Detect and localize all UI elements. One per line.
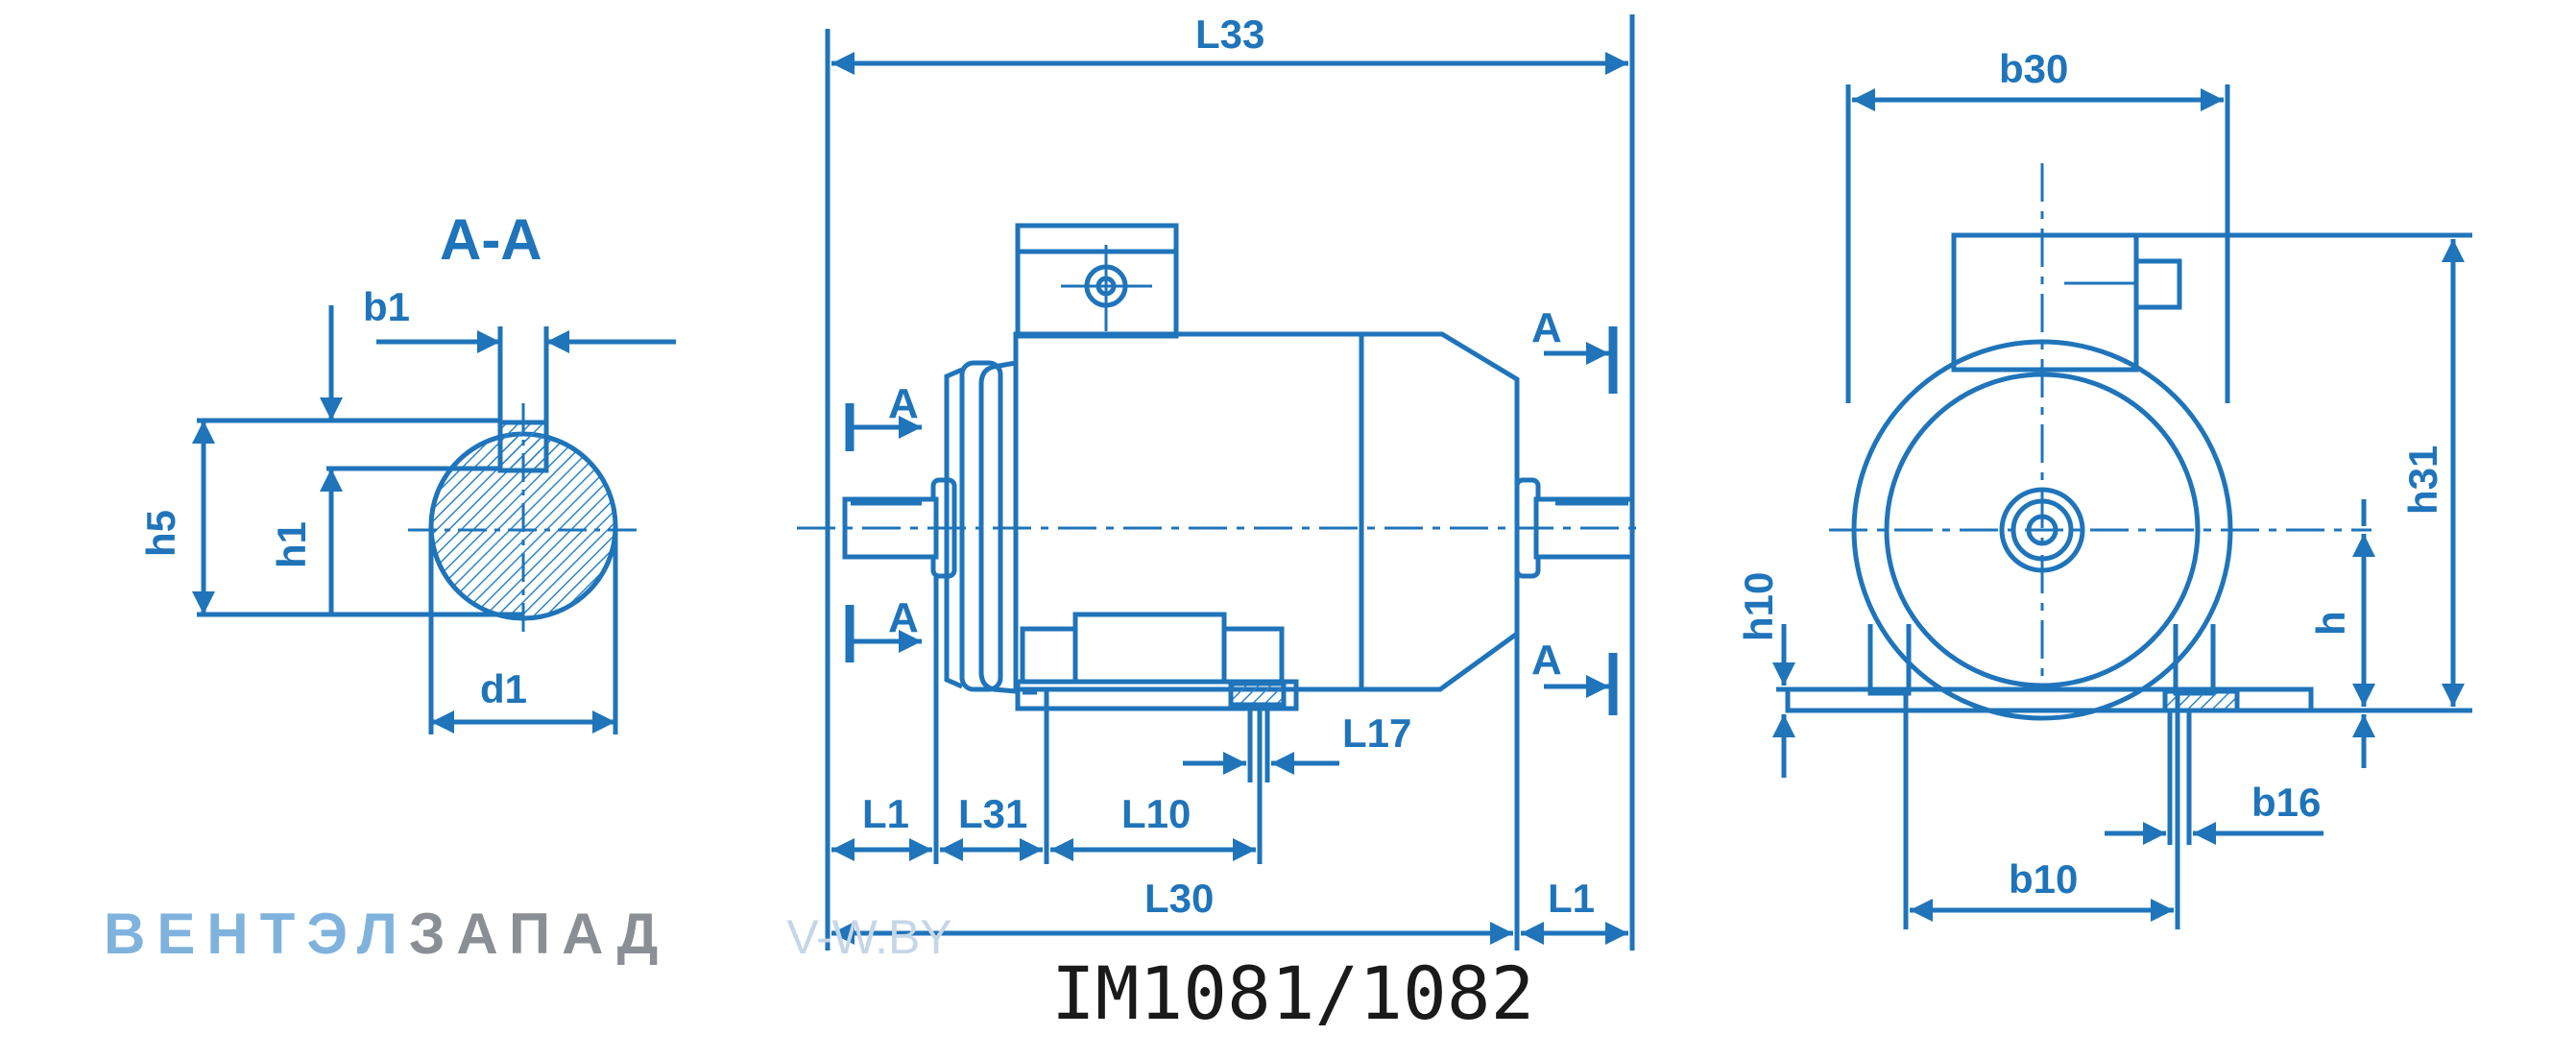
side-view (797, 14, 1637, 951)
front-endshield (959, 360, 1003, 692)
dim-label-L1-front: L1 (862, 791, 909, 836)
dim-label-b10: b10 (2009, 856, 2078, 902)
dim-label-d1: d1 (480, 666, 527, 711)
dim-label-L31: L31 (958, 791, 1027, 836)
dim-label-L10: L10 (1121, 791, 1191, 836)
section-marker-a4: A (1531, 637, 1562, 684)
end-view (1772, 84, 2472, 929)
model-caption: IM1081/1082 (1051, 951, 1535, 1036)
dim-label-L30: L30 (1144, 876, 1214, 921)
dim-label-b30: b30 (1999, 46, 2068, 91)
watermark-part2: ЗАПАД (408, 902, 670, 966)
dim-label-h31: h31 (2400, 445, 2445, 515)
foot-block (1072, 612, 1227, 685)
section-title: A-A (440, 207, 542, 272)
section-marker-a2: A (888, 594, 919, 641)
dim-label-b16: b16 (2251, 780, 2321, 825)
section-marker-a1: A (888, 380, 919, 427)
dim-label-h1: h1 (269, 521, 314, 568)
dim-label-L33: L33 (1195, 12, 1264, 57)
section-marker-a3: A (1531, 304, 1562, 351)
motor-body (1013, 331, 1364, 692)
dim-label-L17: L17 (1342, 710, 1411, 756)
watermark: ВЕНТЭЛЗАПАД V-W.BY (104, 901, 952, 967)
dim-label-b1: b1 (363, 284, 410, 329)
section-view (192, 305, 676, 734)
dim-label-h10: h10 (1736, 572, 1781, 641)
fan-cover (1361, 331, 1520, 692)
watermark-url: V-W.BY (786, 910, 952, 964)
dim-label-L1-rear: L1 (1548, 876, 1595, 921)
dim-label-h5: h5 (138, 510, 183, 557)
terminal-box (1015, 223, 1179, 339)
watermark-part1: ВЕНТЭЛ (104, 902, 409, 966)
dim-label-h: h (2308, 611, 2353, 636)
